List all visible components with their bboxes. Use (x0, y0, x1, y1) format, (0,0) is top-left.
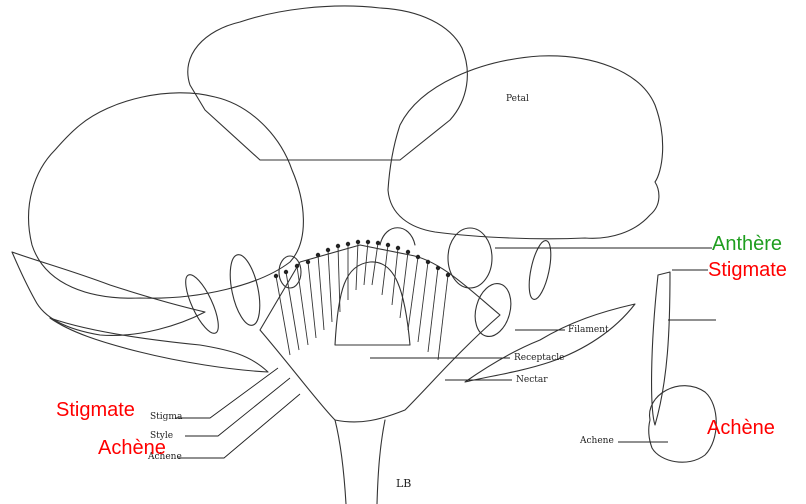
overlay-stigmate-right: Stigmate (708, 260, 787, 280)
pistil-line (308, 262, 316, 338)
label-achene-right: Achene (580, 437, 614, 446)
anther-arc (380, 228, 415, 245)
leader-achene-left (178, 394, 300, 458)
label-stigma: Stigma (150, 413, 182, 422)
pistil-line (318, 255, 324, 330)
receptacle-mound (335, 262, 410, 345)
sepal-left-lower (50, 318, 268, 372)
label-receptacle: Receptacle (514, 354, 564, 363)
pistil-line (392, 248, 398, 305)
pistil-line (382, 245, 388, 295)
stamen-anther (470, 280, 517, 341)
pistil-line (328, 250, 332, 322)
petal-left (29, 93, 304, 298)
sepal-left (12, 252, 205, 335)
pistil-line (297, 266, 308, 345)
pistil-line (428, 268, 438, 352)
pistil-line (438, 275, 448, 360)
pistil-line (408, 257, 418, 330)
overlay-achene-right: Achène (707, 418, 775, 438)
stamen-anther (448, 228, 492, 288)
label-petal: Petal (506, 95, 529, 104)
stamen-anther (225, 252, 265, 328)
overlay-achene-left: Achène (98, 438, 166, 458)
stem (335, 420, 385, 504)
leader-stigma (175, 368, 278, 418)
pistil-line (418, 262, 428, 342)
petal-right (388, 56, 663, 239)
overlay-stigmate-left: Stigmate (56, 400, 135, 420)
pistil-line (400, 252, 408, 318)
label-nectar: Nectar (516, 376, 548, 385)
sepal-right (465, 304, 635, 382)
pistil-line (372, 243, 378, 285)
petal-back (188, 6, 468, 160)
leader-style (185, 378, 290, 436)
label-filament: Filament (568, 326, 609, 335)
stamen-anther (179, 271, 224, 337)
overlay-anthere: Anthère (712, 234, 782, 254)
detached-style (652, 272, 670, 425)
signature-mark: LB (396, 478, 411, 489)
